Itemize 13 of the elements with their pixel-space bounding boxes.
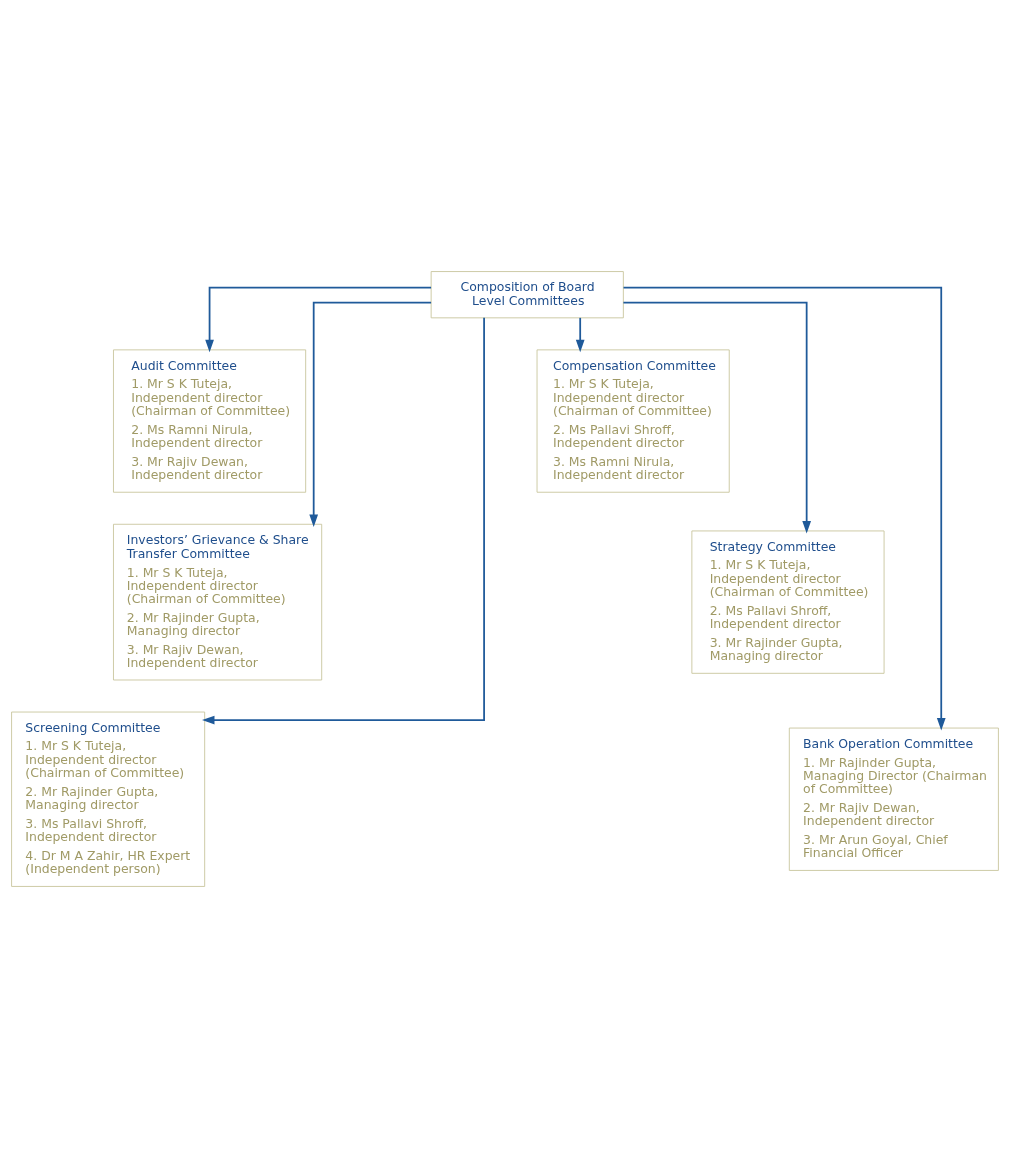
arrow bbox=[202, 317, 485, 725]
node-box: Strategy Committee 1. Mr S K Tuteja, Independent director (Chairman of Committee) 2. Ms Pallavi Shroff, Independent director 3. Mr Rajinder Gupta, Managing director bbox=[691, 530, 885, 674]
arrow bbox=[622, 301, 812, 534]
arrow bbox=[622, 286, 946, 731]
arrow bbox=[205, 286, 432, 353]
node-box: Bank Operation Committee 1. Mr Rajinder Gupta, Managing Director (Chairman of Committee) 2. Mr Rajiv Dewan, Independent director 3. Mr Arun Goyal, Chief Financial Officer bbox=[788, 727, 999, 871]
node-box: Investors’ Grievance & Share Transfer Committee 1. Mr S K Tuteja, Independent director (Chairman of Committee) 2. Mr Rajinder Gupta, Managing director 3. Mr Rajiv Dewan, Independent director bbox=[113, 523, 323, 681]
node-box: Composition of Board Level Committees bbox=[430, 271, 624, 319]
node-box: Compensation Committee 1. Mr S K Tuteja, Independent director (Chairman of Committee) 2. Ms Pallavi Shroff, Independent director 3. Ms Ramni Nirula, Independent director bbox=[536, 349, 730, 493]
node-box: Screening Committee 1. Mr S K Tuteja, Independent director (Chairman of Committee) 2. Mr Rajinder Gupta, Managing director 3. Ms Pallavi Shroff, Independent director 4. Dr M A Zahir, HR Expert (Independent person) bbox=[11, 711, 206, 887]
arrow bbox=[309, 301, 432, 527]
arrow bbox=[575, 317, 585, 353]
node-box: Audit Committee 1. Mr S K Tuteja, Independent director (Chairman of Committee) 2. Ms Ramni Nirula, Independent director 3. Mr Rajiv Dewan, Independent director bbox=[113, 349, 307, 493]
